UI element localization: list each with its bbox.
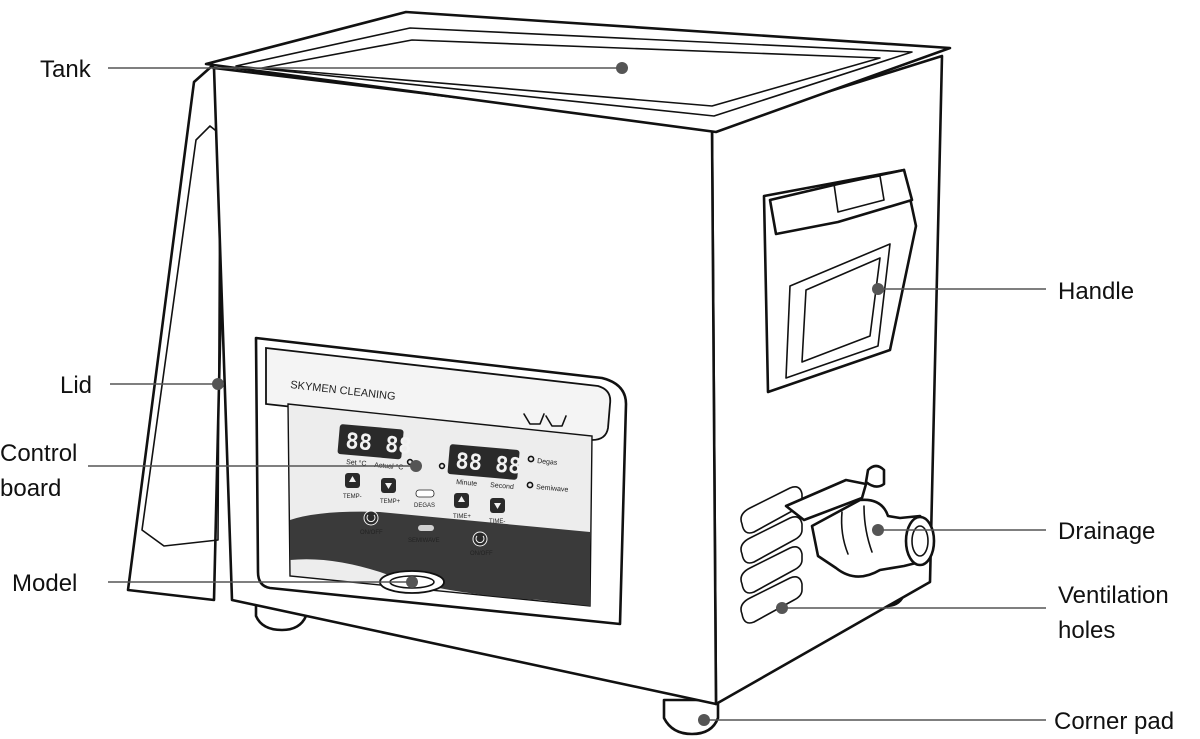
callout-model-label: Model — [12, 570, 77, 597]
button-onoff-right-label: ON/OFF — [470, 551, 493, 557]
button-temp-minus: TEMP- — [343, 473, 362, 500]
button-degas-label: DEGAS — [414, 503, 435, 509]
tank-inner-step — [261, 39, 881, 107]
handle-grip-recess — [785, 243, 891, 379]
callout-corner-pad-label: Corner pad — [1054, 708, 1174, 735]
cleaner-illustration: SKYMEN CLEANING 88 88 88 88 Set °C Actua… — [126, 10, 952, 736]
time-display — [447, 444, 520, 480]
callout-corner-pad: Corner pad — [698, 708, 1174, 735]
callout-drainage: Drainage — [872, 518, 1155, 545]
callout-control-board-label-1: Control — [0, 440, 77, 467]
callout-tank: Tank — [40, 56, 628, 83]
callout-ventilation-label-1: Ventilation — [1058, 582, 1169, 609]
second-label: Second — [490, 482, 514, 491]
wash-symbols — [523, 413, 567, 427]
button-temp-plus: TEMP+ — [380, 478, 401, 505]
time-indicator-led — [438, 462, 446, 470]
button-time-plus-label: TIME+ — [453, 514, 471, 520]
ventilation-slots — [740, 486, 803, 624]
panel-dark-strip — [290, 511, 590, 606]
set-temp-label: Set °C — [346, 458, 367, 468]
handle-label-plate — [833, 175, 885, 213]
valve-outlet — [904, 515, 936, 567]
callout-handle-label: Handle — [1058, 278, 1134, 305]
button-onoff-left: ON/OFF — [360, 510, 383, 536]
handle-grip-inner — [801, 257, 881, 363]
button-semiwave: SEMIWAVE — [408, 525, 440, 544]
degas-indicator-label: Degas — [537, 458, 558, 467]
time-display-digits: 88 88 — [454, 449, 522, 480]
callout-tank-label: Tank — [40, 56, 92, 83]
temp-display — [337, 424, 404, 460]
valve-stem — [864, 464, 886, 488]
callout-lid-label: Lid — [60, 372, 92, 399]
callout-drainage-label: Drainage — [1058, 518, 1155, 545]
button-onoff-right: ON/OFF — [470, 531, 493, 557]
temp-display-digits: 88 88 — [344, 429, 412, 460]
button-degas: DEGAS — [414, 489, 435, 509]
callout-model: Model — [12, 570, 418, 597]
semiwave-indicator-label: Semiwave — [536, 484, 569, 494]
button-time-minus: TIME- — [489, 498, 505, 525]
callout-handle: Handle — [872, 278, 1134, 305]
tank-rim — [204, 10, 952, 134]
body-side — [710, 54, 944, 706]
tank-opening — [235, 27, 913, 117]
valve-lever — [784, 478, 868, 522]
button-semiwave-label: SEMIWAVE — [408, 538, 440, 544]
callout-ventilation-holes: Ventilation holes — [776, 582, 1169, 644]
panel-header — [265, 346, 612, 441]
button-onoff-left-label: ON/OFF — [360, 530, 383, 536]
degas-indicator-led — [527, 455, 535, 463]
button-temp-minus-label: TEMP- — [343, 494, 362, 500]
corner-pad-front-right — [662, 698, 720, 736]
control-panel: SKYMEN CLEANING 88 88 88 88 Set °C Actua… — [254, 336, 628, 626]
button-temp-plus-label: TEMP+ — [380, 499, 401, 505]
callout-control-board: Control board — [0, 440, 422, 502]
button-time-minus-label: TIME- — [489, 519, 505, 525]
minute-label: Minute — [456, 479, 478, 488]
callout-lid: Lid — [60, 372, 224, 399]
semiwave-indicator-led — [526, 481, 534, 489]
callout-control-board-label-2: board — [0, 475, 61, 502]
drain-valve — [784, 464, 936, 578]
callout-ventilation-label-2: holes — [1058, 617, 1115, 644]
button-time-plus: TIME+ — [453, 493, 471, 520]
